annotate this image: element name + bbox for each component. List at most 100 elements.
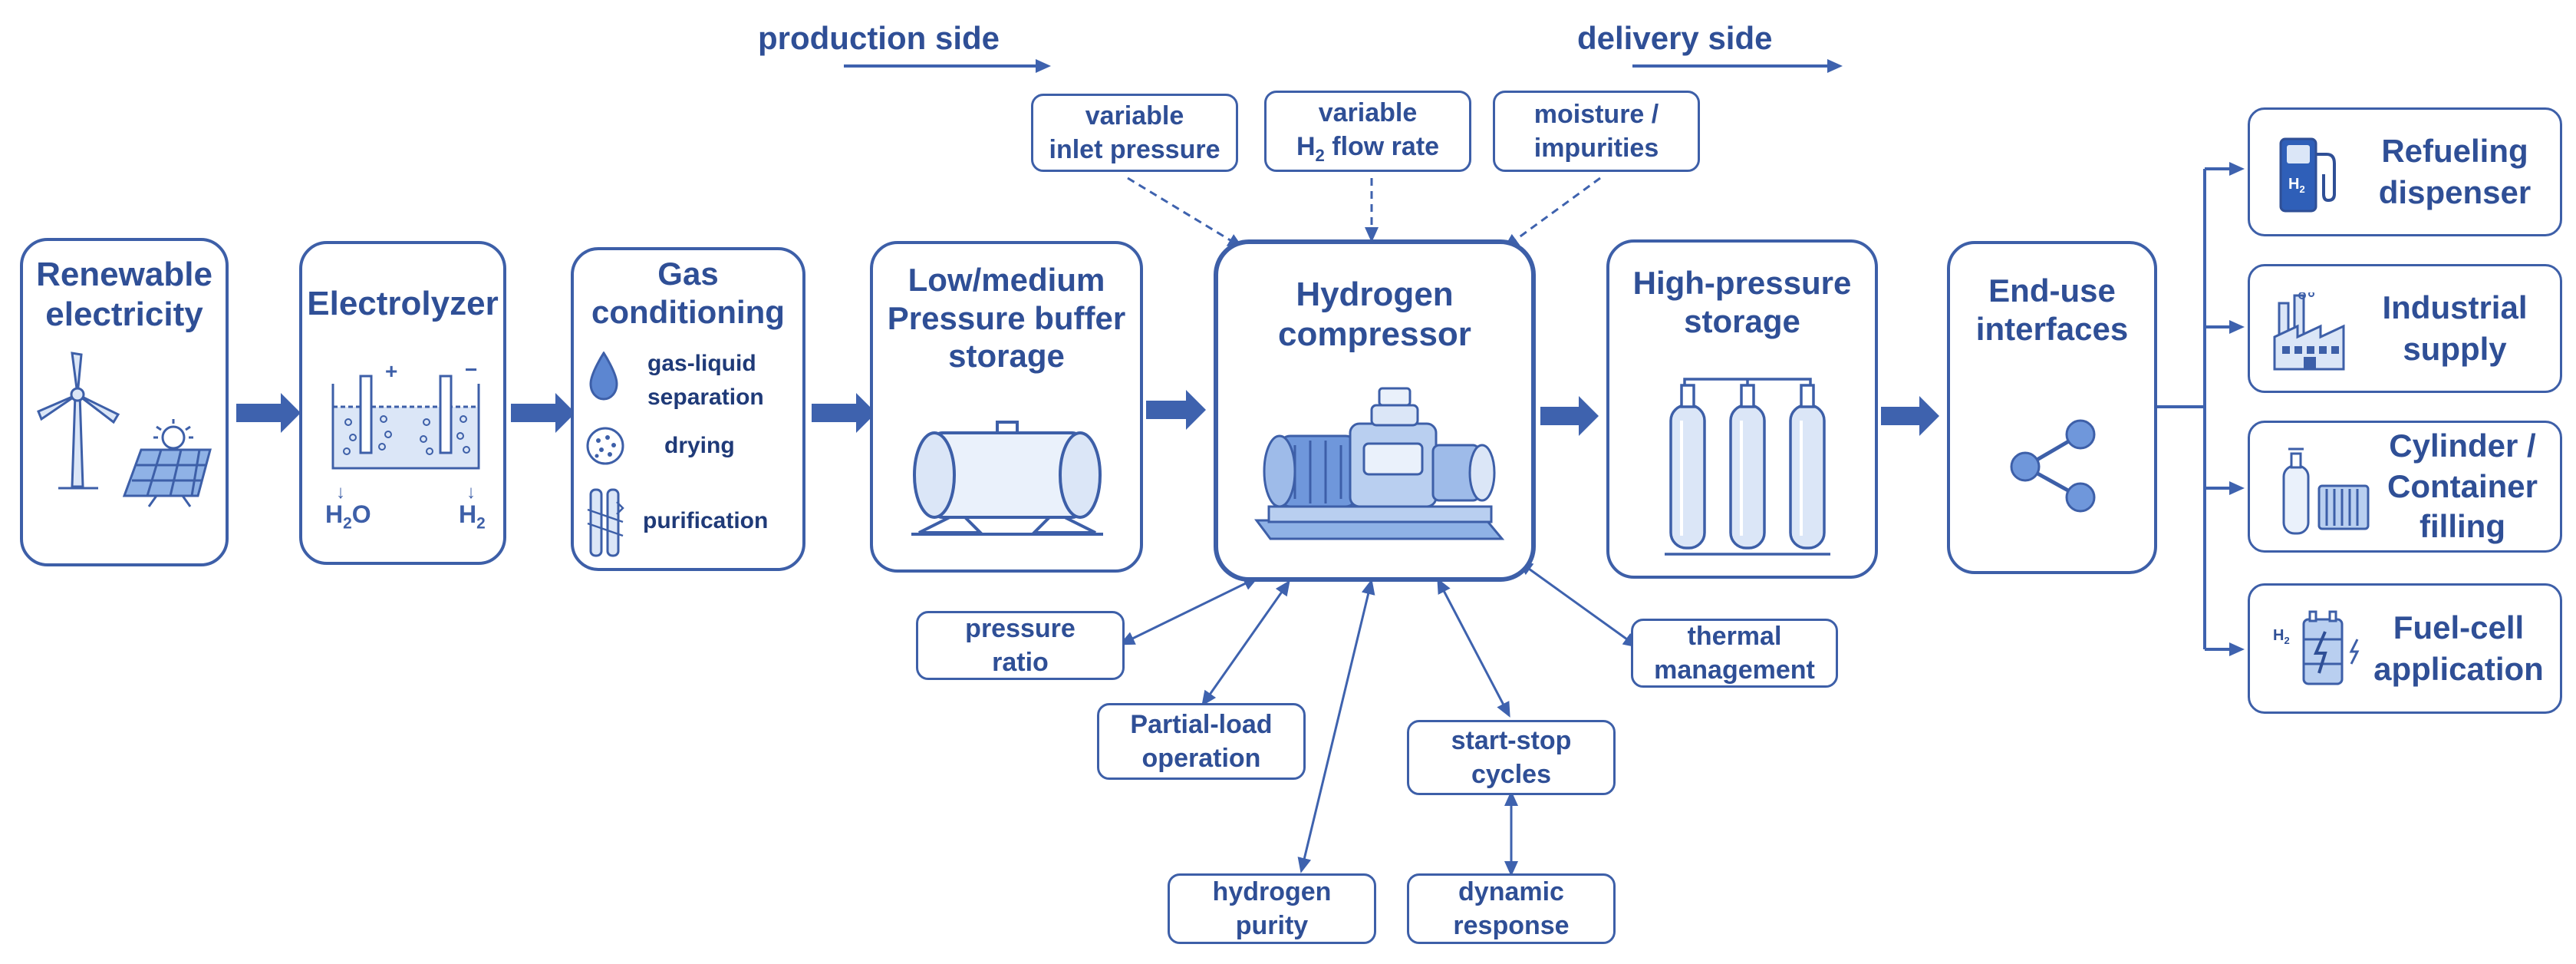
stage-title: End-use interfaces [1950,272,2154,348]
h2-h: H [2288,176,2300,193]
title-line: compressor [1278,315,1471,353]
fuel-pump-icon [2279,137,2336,213]
param-arrow-thermal [1517,560,1639,648]
water-label: H2O [325,500,371,533]
droplet-icon [589,352,618,401]
h2-fuelcell-label: H2 [2273,627,2290,646]
title-line: conditioning [591,293,785,330]
label-line: Refueling [2381,133,2528,170]
box-line: operation [1141,744,1261,773]
label-line: application [2373,651,2544,687]
purification-icon [587,488,624,557]
title-line: Electrolyzer [307,285,499,322]
h2-pump-label: H2 [2288,176,2305,195]
stage-gas-conditioning: Gas conditioning gas-liquid separation d… [571,247,805,571]
end-use-label: Cylinder /Container filling [2380,423,2545,550]
stage-title: Gas conditioning [574,255,802,331]
box-line: inlet pressure [1049,135,1220,164]
box-line: variable [1318,97,1418,127]
title-line: High-pressure [1632,265,1852,301]
stage-title: Low/medium Pressure buffer storage [873,261,1140,375]
input-arrow-moisture [1503,177,1601,249]
label-line: Cylinder / [2389,428,2536,464]
box-line: variable [1085,101,1184,130]
fuel-cell-icon [2302,610,2360,685]
hydrogen-sub: 2 [476,514,486,533]
param-start-stop-cycles: start-stop cycles [1407,720,1616,795]
step-line: gas-liquid [647,351,756,376]
process-step-purification: purification [643,508,769,533]
label-line: dispenser [2378,174,2532,210]
h2-sub: 2 [2299,183,2305,195]
box-line: ratio [992,648,1049,677]
flow-arrows [236,390,1939,436]
water-h: H [325,500,344,528]
end-use-cylinder-container-filling: Cylinder /Container filling [2248,421,2562,553]
stage-buffer-storage: Low/medium Pressure buffer storage [870,241,1143,573]
box-line: moisture / [1533,99,1659,129]
box-line: hydrogen [1212,877,1332,906]
factory-icon [2273,292,2345,371]
title-line: Renewable [36,256,212,293]
box-line: pressure [965,613,1076,643]
box-line: thermal [1687,621,1782,651]
box-line: management [1654,655,1815,685]
param-thermal-management: thermal management [1631,619,1838,688]
flow-arrow-2 [511,393,575,433]
box-line: cycles [1471,760,1551,789]
stage-renewable-electricity: Renewable electricity [20,238,229,566]
box-line: start-stop [1451,725,1572,755]
stage-title: Hydrogen compressor [1218,275,1531,355]
hydrogen-label: H2 [459,500,486,533]
stage-title: Electrolyzer [302,284,503,324]
title-line: storage [948,338,1065,375]
stage-end-use-interfaces: End-use interfaces [1947,241,2157,574]
end-use-refueling-dispenser: H2 Refueling dispenser [2248,107,2562,236]
flow-arrow-6 [1881,396,1939,436]
stage-title: High-pressure storage [1609,264,1875,340]
input-variable-inlet-pressure: variable inlet pressure [1031,94,1238,172]
input-moisture-impurities: moisture / impurities [1493,91,1700,172]
title-line: Low/medium [908,262,1105,298]
label-line: Container [2387,467,2538,504]
electrolyzer-cell-icon [331,375,480,470]
hydrogen-h: H [459,500,477,528]
param-hydrogen-purity: hydrogen purity [1168,873,1376,944]
stage-electrolyzer: Electrolyzer + − ↓ ↓ H2O H2 [299,241,506,565]
flow-arrow-5 [1540,396,1599,436]
hydrogen-arrow: ↓ [466,482,476,503]
minus-terminal: − [465,358,478,381]
input-arrow-inlet [1127,177,1244,249]
h2-h: H [1296,131,1316,161]
title-line: electricity [45,295,203,333]
label-line: filling [2420,508,2505,545]
step-line: separation [647,384,764,410]
h2-sub: 2 [1315,145,1325,165]
stage-high-pressure-storage: High-pressure storage [1606,239,1878,579]
buffer-tank-icon [911,421,1103,536]
title-line: End-use [1988,272,2116,309]
box-line: dynamic [1458,877,1564,906]
delivery-side-label: delivery side [1577,20,1773,56]
compressor-machine-icon [1254,387,1505,540]
stage-hydrogen-compressor: Hydrogen compressor [1214,239,1536,582]
title-line: storage [1684,302,1800,339]
param-arrow-start-stop [1437,578,1510,718]
process-step-separation: gas-liquid separation [647,347,764,414]
box-line: Partial-load [1130,709,1273,739]
box-line: impurities [1533,134,1659,163]
param-arrow-pressure-ratio [1119,576,1259,645]
box-line: H2 flow rate [1296,130,1439,167]
stage-title: Renewable electricity [23,255,226,335]
param-pressure-ratio: pressure ratio [916,611,1125,680]
drying-icon [586,427,624,465]
box-line: purity [1235,911,1309,940]
water-sub: 2 [343,514,352,533]
title-line: Gas [657,256,719,292]
